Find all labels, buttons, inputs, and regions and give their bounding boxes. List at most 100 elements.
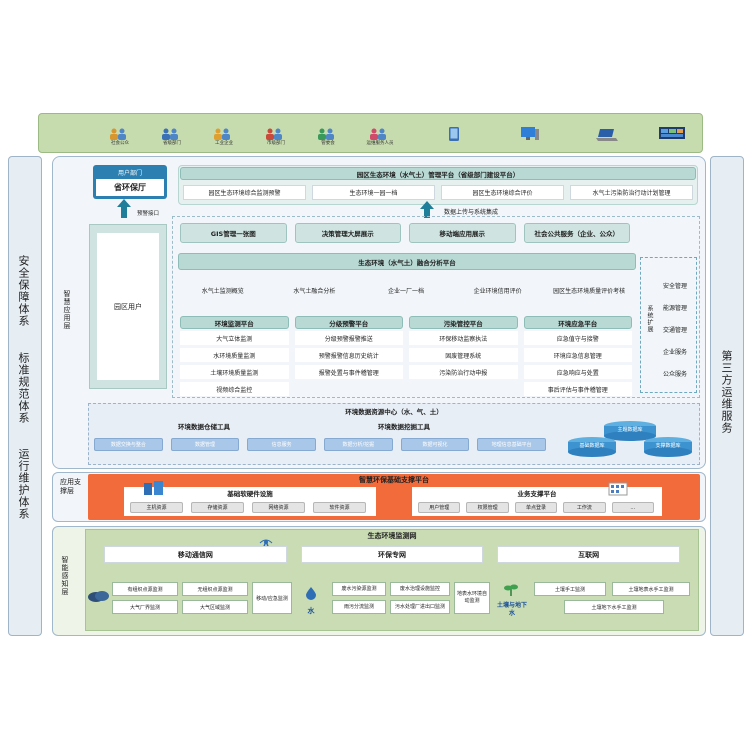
hw-item: 软件资源 xyxy=(313,502,366,513)
user-icon xyxy=(160,125,180,144)
sub-platform-item: 应急值守与接警 xyxy=(523,331,632,345)
base-db-label: 基础数据库 xyxy=(579,442,605,449)
user-dept-title: 用户部门 xyxy=(117,169,142,177)
user-icon xyxy=(316,125,336,144)
sub-platform-item: 视频综合监控 xyxy=(180,382,289,396)
top-user-band xyxy=(38,113,703,153)
biz-item: 单点登录 xyxy=(514,502,558,513)
sub-platform-item: 事后评估与事件稽管理 xyxy=(523,382,632,396)
service-row: GIS管理一张图决策管理大屏展示移动端应用展示社会公共服务（企业、公众） xyxy=(178,223,636,243)
water-monitor-items: 废水污染源监测废水治理设施监控地表水环境自动监测雨污分流监测污水处理厂进出口监测 xyxy=(332,582,490,616)
network-row: 移动通信网环保专网互联网 xyxy=(100,546,690,563)
air-monitor-items: 有组织点源监测无组织点源监测移动/应急监测大气厂界监测大气区域监测 xyxy=(112,582,294,616)
sub-platform-title: 环境监测平台 xyxy=(180,316,289,329)
extension-item: 公众服务 xyxy=(662,370,687,378)
tablet-icon xyxy=(446,126,462,146)
extension-item: 交通管理 xyxy=(662,326,687,334)
mgmt-platform-title: 园区生态环境（水气土）管理平台（省级部门建设平台） xyxy=(180,167,696,180)
standard-system-label: 标准规范体系 xyxy=(17,352,30,424)
fusion-item: 水气土融合分析 xyxy=(293,287,336,295)
resource-pill: 数据交换与整合 xyxy=(94,438,163,451)
resource-pill: 数据可视化 xyxy=(400,438,470,451)
hw-item: 存储资源 xyxy=(191,502,244,513)
sub-platform-item: 应急响应与处置 xyxy=(523,365,632,379)
soil-monitor-item: 土壤手工监测 xyxy=(534,582,606,596)
support-db-label: 支撑数据库 xyxy=(655,442,681,449)
user-label: 省级部门 xyxy=(163,141,181,146)
biz-title: 业务支撑平台 xyxy=(517,490,557,498)
database-cylinders xyxy=(566,418,694,464)
user-icon xyxy=(108,125,128,144)
biz-item: 工作流 xyxy=(563,502,606,513)
network-item: 移动通信网 xyxy=(104,546,287,563)
mining-tool-label: 环境数据挖掘工具 xyxy=(378,423,430,431)
sub-platforms: 环境监测平台大气立体监测水环境质量监测土壤环境质量监测视频综合监控分级预警平台分… xyxy=(178,316,636,398)
user-label: 社会公众 xyxy=(111,141,129,146)
mgmt-item: 生态环境一园一档 xyxy=(312,185,435,200)
sub-platform-item: 预警报警信息历史统计 xyxy=(294,348,403,362)
water-monitor-item: 废水治理设施监控 xyxy=(390,582,450,596)
extension-item: 安全管理 xyxy=(662,282,687,290)
mgmt-platform-items: 园区生态环境综合监测预警生态环境一园一档园区生态环境综合评价水气土污染防治行动计… xyxy=(180,185,696,200)
water-label: 水 xyxy=(307,607,315,615)
support-platform-title: 智慧环保基础支撑平台 xyxy=(359,475,429,484)
soil-monitor-item: 土壤地下水手工监测 xyxy=(564,600,664,614)
support-layer-label: 应用支撑层 xyxy=(60,478,81,495)
sub-platform-item: 报警处置与事件稽管理 xyxy=(294,365,403,379)
analysis-dashed-region xyxy=(172,216,700,398)
user-label: 管委会 xyxy=(321,141,335,146)
user-label: 市级部门 xyxy=(267,141,285,146)
sub-platform-title: 环境应急平台 xyxy=(523,316,632,329)
sub-platform-item: 环境应急信息管理 xyxy=(523,348,632,362)
app-grid-icon xyxy=(608,481,628,500)
hw-item: 主机资源 xyxy=(130,502,183,513)
laptop-icon xyxy=(596,127,618,146)
upload-arrow-left xyxy=(117,199,131,207)
soil-monitor-items: 土壤手工监测土壤地表水手工监测土壤地下水手工监测 xyxy=(534,582,690,616)
water-monitor-item: 废水污染源监测 xyxy=(332,582,386,596)
water-monitor-item: 污水处理厂进出口监测 xyxy=(390,600,450,614)
water-drop-icon xyxy=(304,585,318,604)
biz-item: 用户管理 xyxy=(418,502,461,513)
fusion-item: 水气土监测概览 xyxy=(201,287,244,295)
upload-arrow-right xyxy=(420,201,434,209)
fusion-item: 企业环境信用评价 xyxy=(473,287,522,295)
plant-soil-icon xyxy=(502,582,520,601)
service-item: GIS管理一张图 xyxy=(180,223,287,243)
resource-center-title: 环境数据资源中心（水、气、土） xyxy=(345,408,443,416)
hw-items: 主机资源存储资源网络资源软件资源 xyxy=(128,502,372,513)
sub-platform-item: 环保移动监察执法 xyxy=(409,331,518,345)
biz-items: 用户管理权限管理单点登录工作流... xyxy=(416,502,658,513)
user-dept-name: 省环保厅 xyxy=(96,179,164,196)
screen-wall-icon xyxy=(658,126,686,146)
air-monitor-item: 有组织点源监测 xyxy=(112,582,178,596)
user-icon xyxy=(264,125,284,144)
security-system-label: 安全保障体系 xyxy=(17,255,30,327)
sub-platform-item: 分级预警报警推送 xyxy=(294,331,403,345)
mgmt-item: 园区生态环境综合监测预警 xyxy=(183,185,306,200)
extension-item: 能源管理 xyxy=(662,304,687,312)
soil-monitor-item: 土壤地表水手工监测 xyxy=(612,582,690,596)
resource-pills: 数据交换与整合数据管理信息服务数据分析/挖掘数据可视化地理信息基础平台 xyxy=(92,438,552,452)
biz-item: 权限管理 xyxy=(466,502,509,513)
service-item: 社会公共服务（企业、公众） xyxy=(523,223,630,243)
air-monitor-item: 无组织点源监测 xyxy=(182,582,248,596)
mgmt-item: 水气土污染防治行动计划管理 xyxy=(570,185,693,200)
sub-platform-item: 大气立体监测 xyxy=(180,331,289,345)
app-layer-label: 智慧应用层 xyxy=(63,290,71,330)
cloud-air-icon xyxy=(86,588,110,608)
network-item: 互联网 xyxy=(497,546,680,563)
operation-system-label: 运行维护体系 xyxy=(17,448,30,520)
system-extension-label: 系统扩展 xyxy=(646,305,653,333)
sub-platform-title: 分级预警平台 xyxy=(294,316,403,329)
data-upload-label: 数据上传与系统集成 xyxy=(444,209,499,216)
user-label: 运维服务人员 xyxy=(366,141,394,146)
server-icon xyxy=(142,481,166,501)
third-party-service-label: 第三方运维服务 xyxy=(720,350,733,434)
user-icon xyxy=(212,125,232,144)
resource-pill: 信息服务 xyxy=(247,438,316,451)
right-service-panel xyxy=(710,156,744,636)
user-label: 工业企业 xyxy=(215,141,233,146)
fusion-item: 企业一厂一档 xyxy=(387,287,424,295)
sub-platform-item: 土壤环境质量监测 xyxy=(180,365,289,379)
